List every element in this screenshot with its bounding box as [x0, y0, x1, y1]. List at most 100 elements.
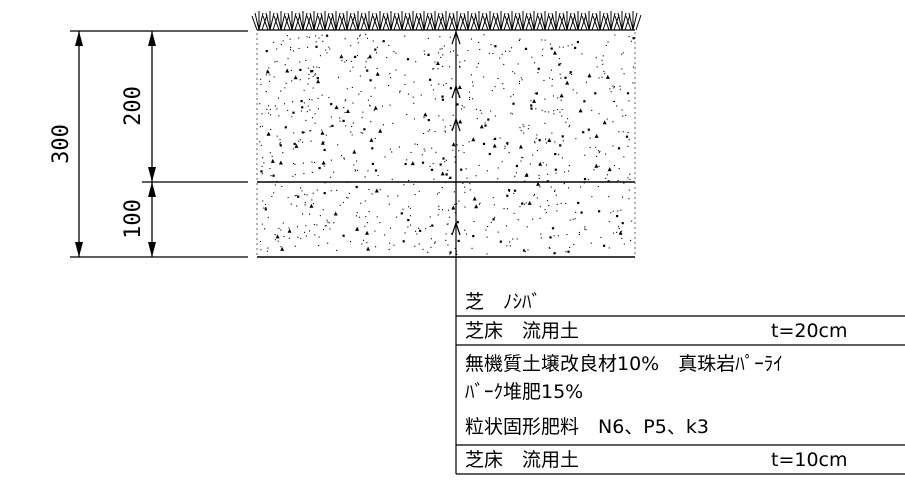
soil-dot	[349, 70, 351, 72]
soil-dot	[530, 100, 532, 102]
soil-dot	[537, 67, 540, 70]
soil-dot	[546, 164, 548, 166]
soil-dot	[497, 178, 499, 180]
soil-dot	[577, 201, 580, 204]
soil-dot	[343, 157, 345, 159]
soil-dot	[274, 184, 276, 186]
soil-dot	[388, 203, 390, 205]
soil-dot	[260, 84, 262, 86]
soil-dot	[276, 135, 278, 137]
grass-tuft	[350, 11, 367, 31]
soil-dot	[312, 75, 314, 77]
soil-dot	[388, 249, 390, 251]
soil-dot	[556, 210, 558, 212]
soil-aggregate	[594, 163, 599, 168]
soil-dot	[506, 194, 509, 197]
soil-dot	[360, 132, 362, 134]
soil-dot	[547, 173, 549, 175]
soil-dot	[614, 100, 616, 102]
soil-dot	[319, 55, 321, 57]
soil-dot	[462, 144, 464, 146]
soil-dot	[550, 47, 553, 50]
soil-dot	[292, 175, 294, 177]
soil-dot	[358, 93, 360, 95]
grass-tuft	[504, 11, 521, 31]
soil-dot	[333, 222, 335, 224]
soil-dot	[270, 114, 272, 116]
soil-dot	[511, 47, 513, 49]
soil-dot	[389, 148, 391, 150]
soil-dot	[314, 122, 316, 124]
soil-aggregate	[457, 85, 462, 89]
soil-dot	[374, 48, 377, 51]
soil-dot	[617, 210, 619, 212]
soil-dot	[550, 69, 552, 71]
soil-dot	[306, 194, 308, 196]
soil-dot	[325, 49, 327, 51]
soil-dot	[297, 195, 300, 198]
grass-tuft	[548, 11, 565, 31]
soil-dot	[273, 41, 275, 43]
dim-text-300: 300	[49, 124, 74, 164]
soil-dot	[293, 163, 295, 165]
soil-dot	[521, 79, 523, 81]
soil-dot	[595, 57, 597, 59]
soil-dot	[528, 124, 530, 126]
soil-dot	[339, 204, 341, 206]
soil-dot	[554, 168, 557, 171]
soil-dot	[542, 48, 544, 50]
soil-dot	[287, 109, 289, 111]
soil-dot	[621, 237, 623, 239]
soil-dot	[584, 226, 586, 228]
soil-dot	[345, 60, 347, 62]
soil-dot	[457, 54, 459, 56]
soil-dot	[478, 41, 480, 43]
soil-aggregate	[518, 144, 523, 149]
soil-dot	[487, 118, 490, 121]
soil-dot	[460, 168, 463, 171]
soil-dot	[398, 146, 400, 148]
soil-dot	[621, 230, 623, 232]
soil-dot	[509, 241, 511, 243]
soil-dot	[357, 55, 359, 57]
soil-dot	[410, 151, 412, 153]
soil-dot	[456, 221, 459, 224]
soil-dot	[359, 75, 361, 77]
grass-tuft	[416, 11, 433, 31]
soil-dot	[602, 55, 604, 57]
soil-dot	[584, 228, 586, 230]
soil-dot	[414, 245, 416, 247]
soil-dot	[287, 58, 289, 60]
soil-dot	[501, 161, 503, 163]
soil-aggregate	[410, 161, 415, 166]
soil-dot	[305, 225, 307, 227]
soil-dot	[545, 142, 547, 144]
soil-dot	[395, 69, 397, 71]
callout-row-bed-upper-thickness: t=20cm	[771, 320, 848, 342]
soil-dot	[265, 209, 267, 211]
soil-dot	[439, 48, 441, 50]
soil-dot	[328, 222, 330, 224]
soil-aggregate	[536, 181, 541, 186]
soil-dot	[442, 157, 445, 160]
soil-dot	[566, 234, 568, 236]
soil-dot	[276, 108, 278, 110]
soil-aggregate	[474, 204, 479, 209]
soil-dot	[485, 229, 487, 231]
soil-dot	[360, 91, 362, 93]
soil-dot	[345, 99, 347, 101]
soil-dot	[287, 197, 289, 199]
soil-dot	[490, 44, 492, 46]
soil-dot	[469, 99, 471, 101]
soil-dot	[541, 55, 543, 57]
soil-dot	[364, 176, 366, 178]
soil-dot	[304, 202, 306, 204]
soil-dot	[605, 153, 607, 155]
soil-dot	[318, 236, 320, 238]
soil-dot	[519, 127, 521, 129]
soil-dot	[306, 111, 308, 113]
soil-dot	[265, 50, 268, 53]
soil-dot	[551, 78, 553, 80]
leader-arrow-1	[451, 30, 461, 45]
soil-dot	[575, 138, 577, 140]
